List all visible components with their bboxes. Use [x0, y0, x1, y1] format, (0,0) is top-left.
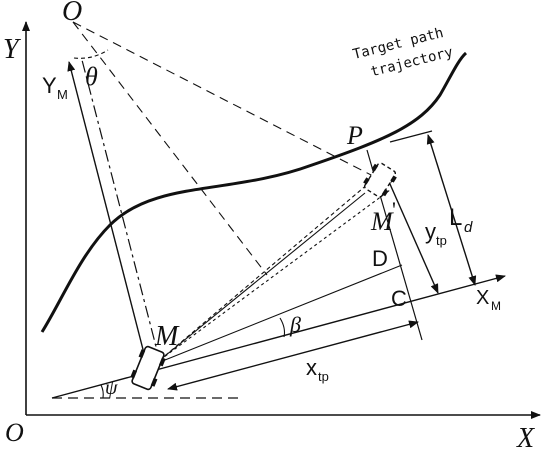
x-tp-arrow	[167, 320, 419, 391]
m-prime-mark: '	[392, 197, 396, 222]
target-path-curve	[40, 51, 468, 333]
vehicle-m-prime-icon	[363, 162, 397, 198]
x-tp-subscript: tp	[318, 369, 329, 384]
radius-to-d-line	[72, 21, 268, 276]
vehicle-y-axis-dashed-line	[81, 59, 161, 363]
l-d-subscript: d	[464, 219, 473, 236]
l-d-label: L	[449, 204, 462, 231]
l-d-arrow	[426, 134, 477, 286]
vehicle-y-axis-line	[67, 61, 148, 366]
lookahead-lines	[159, 177, 403, 363]
theta-label: θ	[85, 62, 98, 91]
origin-top-label: O	[62, 0, 82, 27]
vehicle-x-axis-line	[51, 274, 506, 399]
global-axes	[22, 21, 541, 419]
m-to-d-dashed-line	[159, 189, 391, 361]
point-d-label: D	[372, 246, 388, 271]
beta-angle-arc	[279, 317, 286, 338]
point-m-label: M	[154, 321, 180, 352]
y-tp-label: y	[425, 219, 436, 244]
psi-angle-arc	[100, 384, 104, 399]
m-prime-label: M	[370, 207, 394, 236]
p-tick-line	[389, 130, 433, 143]
beta-label: β	[289, 312, 301, 337]
y-m-label: Y	[42, 73, 57, 98]
radius-lines	[72, 21, 376, 276]
x-m-subscript: M	[491, 299, 501, 313]
psi-label: ψ	[105, 377, 118, 399]
y-m-subscript: M	[57, 87, 68, 102]
origin-bottom-label: O	[5, 418, 24, 447]
theta-angle-arc	[73, 49, 109, 59]
point-p-label: P	[346, 121, 363, 150]
point-c-label: C	[391, 286, 407, 311]
x-axis-label: X	[516, 423, 535, 454]
x-tp-label: x	[306, 355, 317, 380]
y-axis-label: Y	[3, 34, 22, 65]
y-tp-subscript: tp	[436, 233, 447, 248]
vehicle-m-icon	[130, 345, 166, 391]
m-to-m-prime-line	[159, 192, 366, 361]
x-m-label: X	[476, 287, 489, 309]
m-to-m-prime-dashed-line	[159, 177, 376, 361]
radius-to-m-prime-line	[72, 21, 376, 178]
